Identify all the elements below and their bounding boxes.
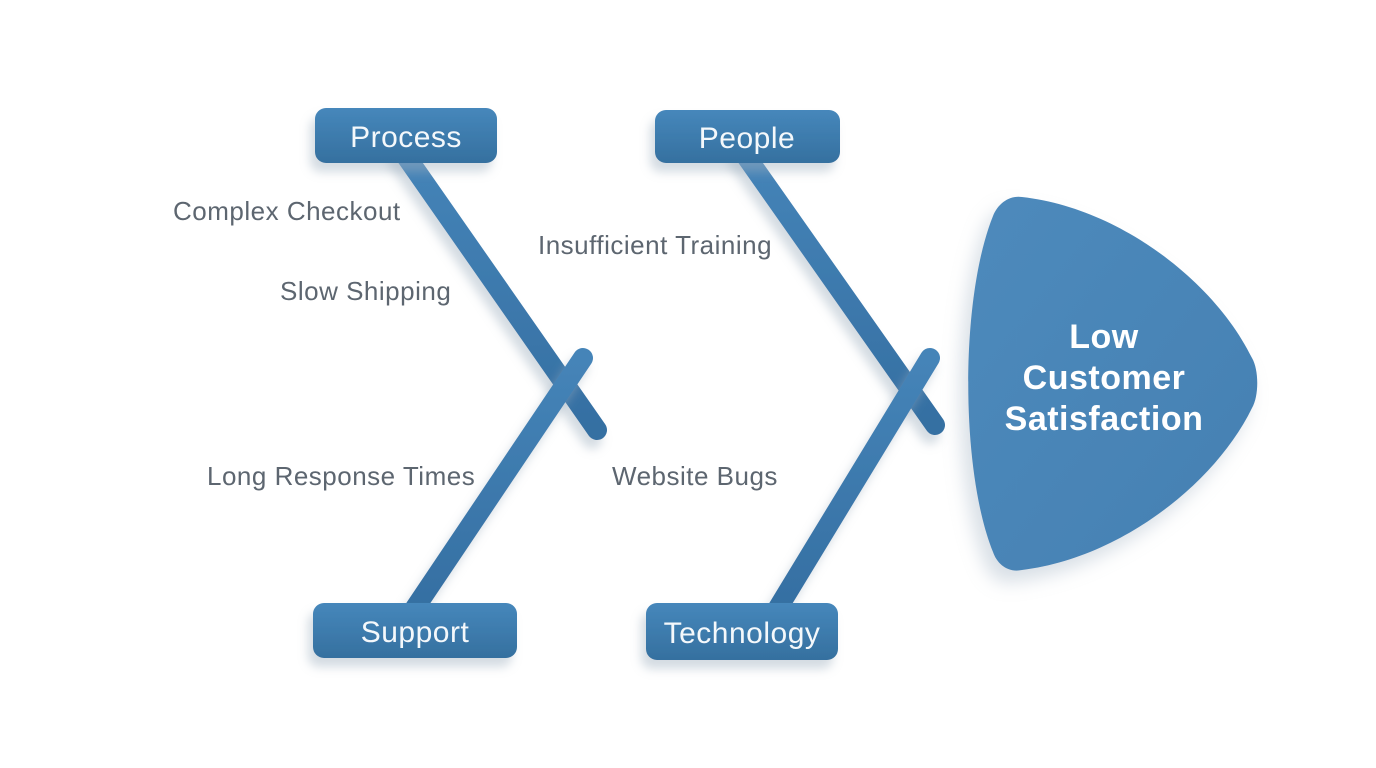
- category-node-process: Process: [315, 108, 497, 163]
- category-node-people: People: [655, 110, 840, 163]
- effect-head-shape: [968, 196, 1258, 571]
- category-box-support: [313, 603, 517, 658]
- category-node-technology: Technology: [646, 603, 838, 660]
- cause-label-complex-checkout: Complex Checkout: [173, 196, 401, 226]
- category-label-support: Support: [361, 616, 470, 649]
- cause-label-long-response-times: Long Response Times: [207, 461, 475, 491]
- cause-label-website-bugs: Website Bugs: [612, 461, 778, 491]
- category-label-process: Process: [350, 121, 462, 154]
- category-node-support: Support: [313, 603, 517, 658]
- category-box-process: [315, 108, 497, 163]
- cause-label-insufficient-training: Insufficient Training: [538, 230, 772, 260]
- bone-support: [405, 348, 593, 618]
- category-box-technology: [646, 603, 838, 660]
- cause-label-slow-shipping: Slow Shipping: [280, 276, 451, 306]
- bone-technology: [768, 348, 940, 618]
- category-label-technology: Technology: [664, 617, 821, 650]
- effect-label-line1: Low: [1069, 318, 1139, 356]
- effect-label-line2: Customer: [1023, 359, 1186, 397]
- category-label-people: People: [699, 122, 795, 155]
- effect-label-line3: Satisfaction: [1005, 400, 1204, 438]
- category-box-people: [655, 110, 840, 163]
